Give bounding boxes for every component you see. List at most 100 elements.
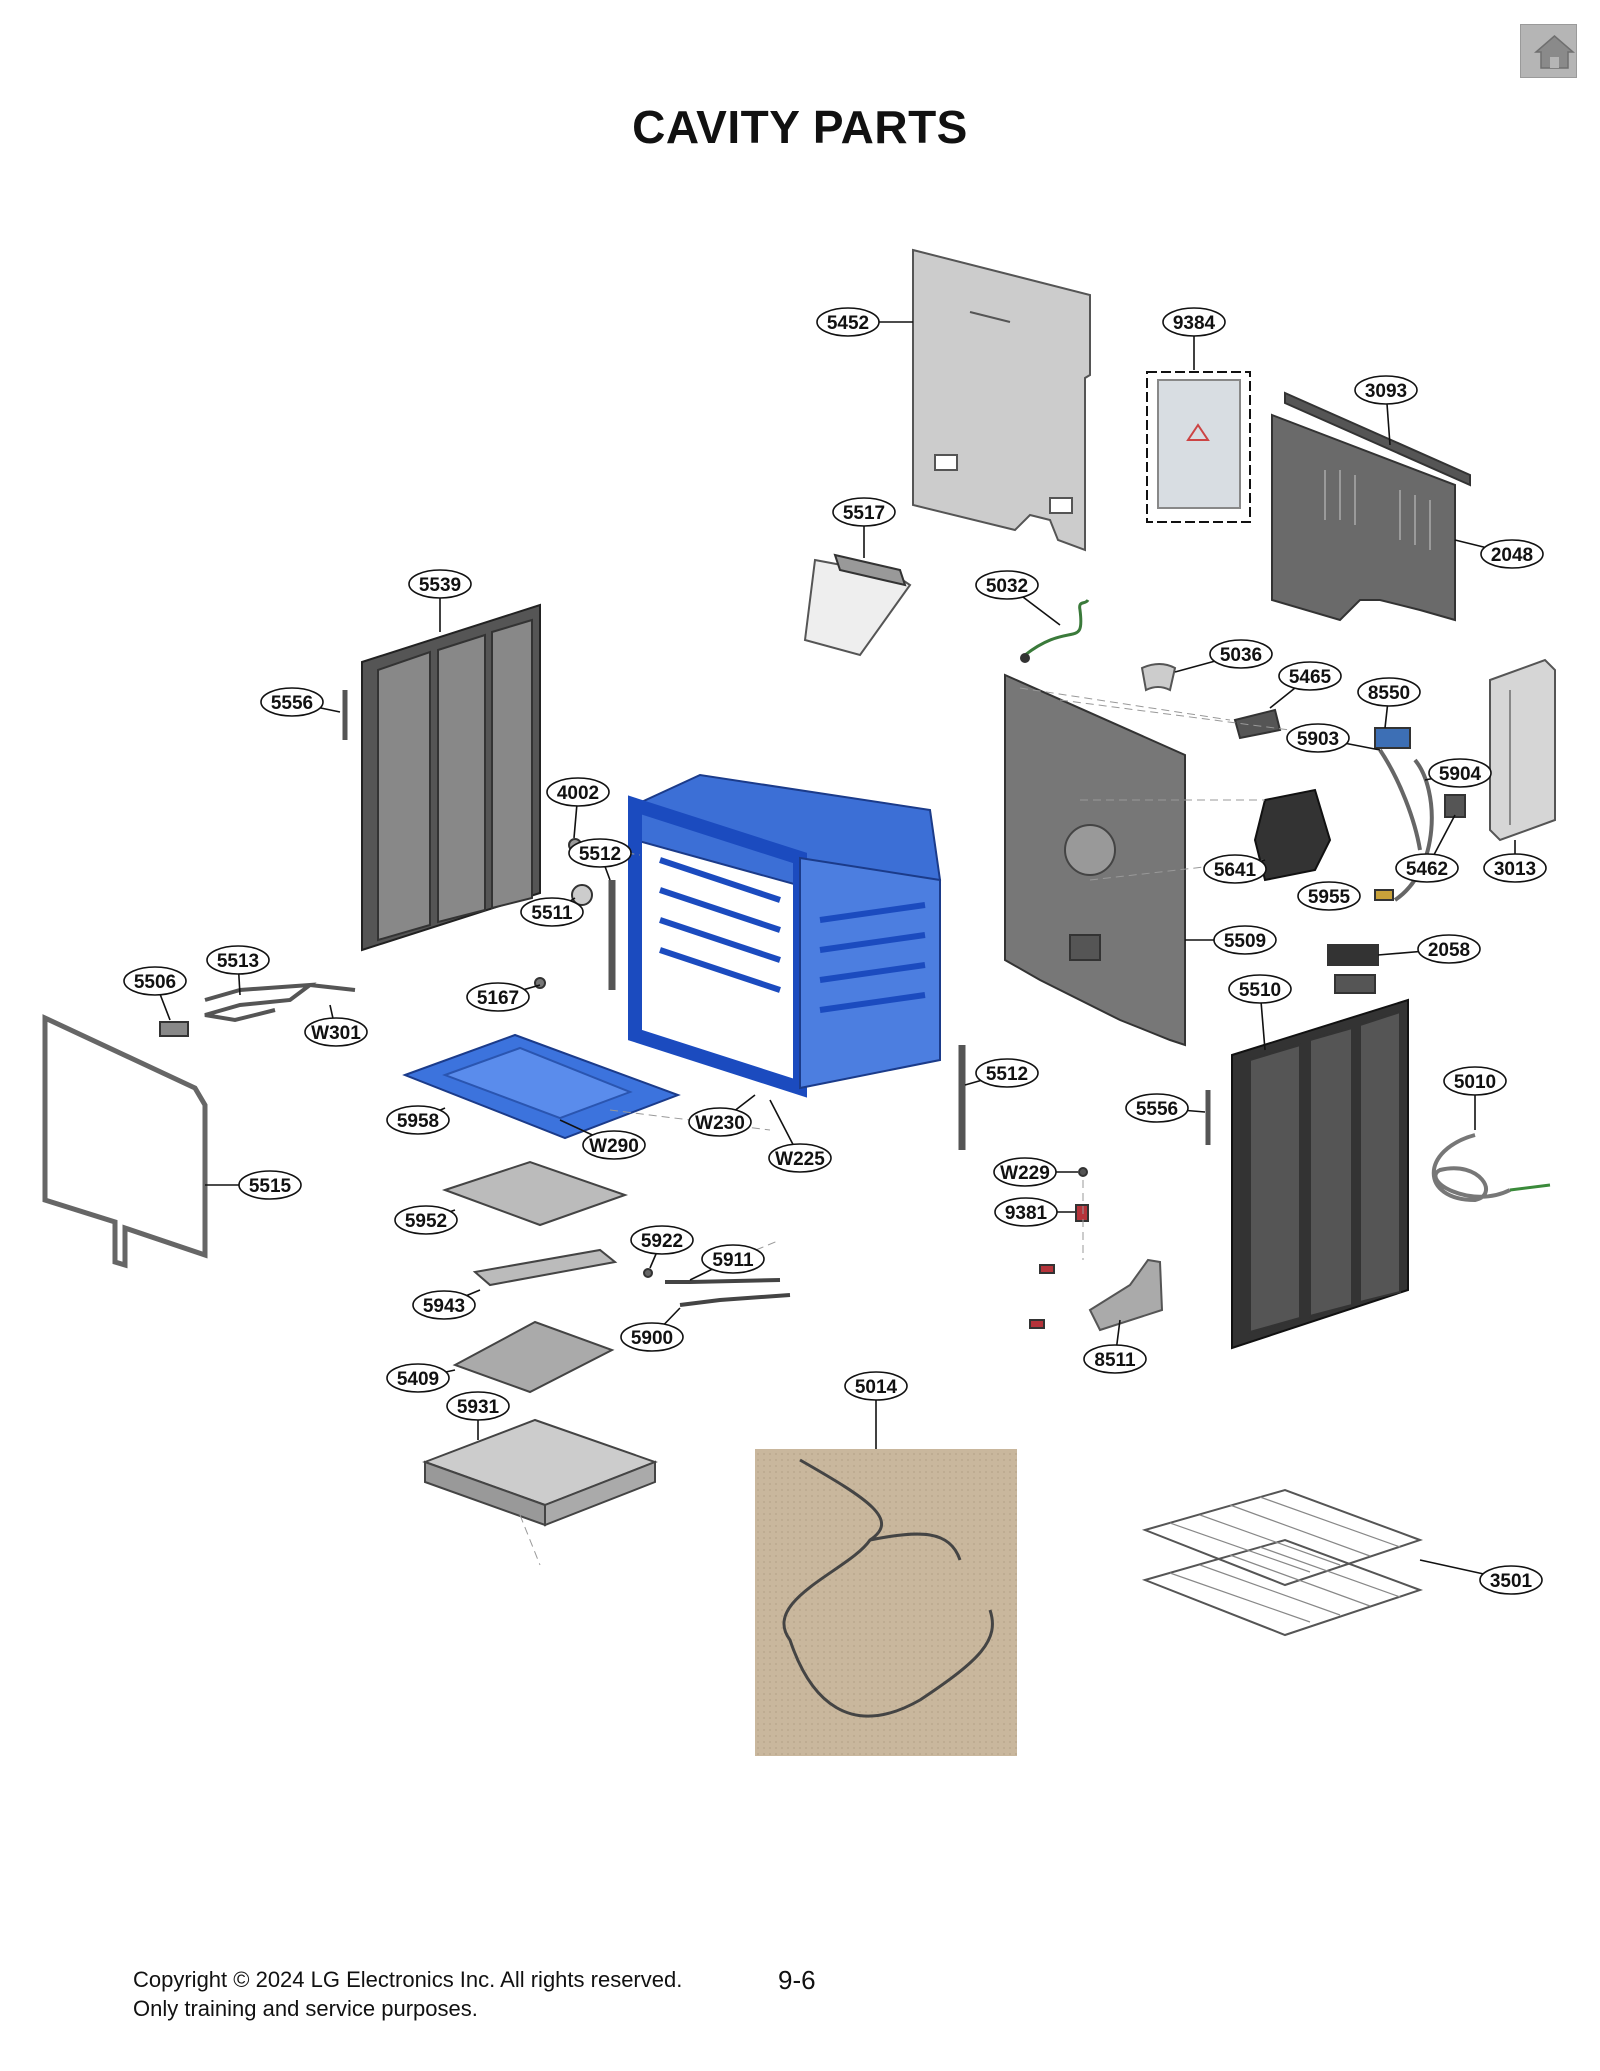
callout-bubble xyxy=(630,1225,694,1255)
callout-bubble xyxy=(466,982,530,1012)
callout-bubble xyxy=(123,966,187,996)
callout-label: 3013 xyxy=(1494,859,1536,880)
part-w229-screw xyxy=(1078,1167,1088,1177)
callout-bubble xyxy=(975,570,1039,600)
callout-W229: W229 xyxy=(993,1157,1078,1187)
callout-label: 5512 xyxy=(986,1064,1028,1085)
callout-bubble xyxy=(768,1143,832,1173)
callout-5903: 5903 xyxy=(1286,723,1381,753)
part-5511-lamp-cover xyxy=(571,884,593,906)
callout-8550: 8550 xyxy=(1357,677,1421,729)
callout-bubble xyxy=(1162,307,1226,337)
callout-label: 5904 xyxy=(1439,764,1482,785)
callout-label: W225 xyxy=(775,1149,825,1170)
callout-5556a: 5556 xyxy=(260,687,341,717)
callout-bubble xyxy=(1213,925,1277,955)
callout-bubble xyxy=(993,1157,1057,1187)
part-9384-bag-box xyxy=(1146,371,1251,523)
callout-label: W230 xyxy=(695,1113,745,1134)
callout-9381: 9381 xyxy=(994,1197,1075,1227)
callout-label: 5014 xyxy=(855,1377,898,1398)
callout-label: 5903 xyxy=(1297,729,1339,750)
part-5032-wire xyxy=(1024,599,1090,657)
callout-5465: 5465 xyxy=(1269,661,1342,709)
callout-5955: 5955 xyxy=(1297,881,1361,911)
callout-label: 5517 xyxy=(843,503,885,524)
callout-bubble xyxy=(1209,639,1273,669)
callout-label: 8511 xyxy=(1094,1350,1136,1371)
callout-bubble xyxy=(546,777,610,807)
part-3501-rack-top xyxy=(1141,1488,1424,1587)
callout-5506: 5506 xyxy=(123,966,187,1021)
callout-3093: 3093 xyxy=(1354,375,1418,446)
callout-label: 5943 xyxy=(423,1296,465,1317)
callout-5036: 5036 xyxy=(1174,639,1273,673)
callout-5513: 5513 xyxy=(206,945,270,996)
callout-5556b: 5556 xyxy=(1125,1093,1206,1123)
callout-bubble xyxy=(816,307,880,337)
part-5900-igniter xyxy=(679,1293,791,1307)
part-5513-heater xyxy=(204,982,317,1023)
callout-bubble xyxy=(304,1017,368,1047)
callout-label: 3093 xyxy=(1365,381,1407,402)
callout-5511: 5511 xyxy=(520,897,584,927)
part-8511-bracket xyxy=(1088,1258,1164,1332)
callout-label: 5511 xyxy=(531,903,573,924)
part-3013-cover xyxy=(1489,658,1556,842)
home-button[interactable] xyxy=(1520,24,1577,78)
callout-5512a: 5512 xyxy=(568,838,632,881)
callout-W301: W301 xyxy=(304,1004,368,1047)
callout-bubble xyxy=(1228,974,1292,1004)
callout-bubble xyxy=(446,1391,510,1421)
callout-label: 5556 xyxy=(271,693,313,714)
callout-label: 5513 xyxy=(217,951,259,972)
callout-bubble xyxy=(238,1170,302,1200)
callout-5911: 5911 xyxy=(689,1244,765,1281)
part-3093-bracket xyxy=(1284,391,1471,487)
callout-label: 5955 xyxy=(1308,887,1351,908)
callout-label: 5032 xyxy=(986,576,1028,597)
callout-3501: 3501 xyxy=(1419,1559,1543,1595)
callout-bubble xyxy=(386,1363,450,1393)
callout-2058: 2058 xyxy=(1377,934,1481,964)
callout-label: 4002 xyxy=(557,783,599,804)
callout-5167: 5167 xyxy=(466,982,541,1012)
callout-bubble xyxy=(1395,853,1459,883)
service-note-line: Only training and service purposes. xyxy=(133,1996,478,2021)
callout-bubble xyxy=(520,897,584,927)
part-5911-igniter xyxy=(665,1278,781,1284)
callout-label: 2058 xyxy=(1428,940,1470,961)
callout-label: 9384 xyxy=(1173,313,1216,334)
callout-bubble xyxy=(394,1205,458,1235)
callout-label: 5509 xyxy=(1224,931,1266,952)
callout-bubble xyxy=(1357,677,1421,707)
callout-label: 5506 xyxy=(134,972,176,993)
callout-5014: 5014 xyxy=(844,1371,908,1449)
callout-label: 5462 xyxy=(1406,859,1448,880)
part-illustrations xyxy=(42,248,1556,1756)
callout-5462: 5462 xyxy=(1395,814,1459,883)
callout-label: 5931 xyxy=(457,1397,500,1418)
callout-3013: 3013 xyxy=(1483,840,1547,883)
callout-label: 5958 xyxy=(397,1111,439,1132)
callout-bubble xyxy=(975,1058,1039,1088)
callout-5452: 5452 xyxy=(816,307,913,337)
callout-bubble xyxy=(1483,853,1547,883)
part-5903-pipe xyxy=(1378,748,1422,851)
callout-label: 5952 xyxy=(405,1211,447,1232)
callout-bubble xyxy=(1125,1093,1189,1123)
callout-label: W229 xyxy=(1000,1163,1050,1184)
callout-bubble xyxy=(844,1371,908,1401)
callout-label: 5465 xyxy=(1289,667,1332,688)
callout-5904: 5904 xyxy=(1424,758,1492,788)
callout-5517: 5517 xyxy=(832,497,896,558)
callout-bubble xyxy=(1443,1066,1507,1096)
part-2048-back-cover xyxy=(1271,413,1456,622)
callout-label: 5556 xyxy=(1136,1099,1178,1120)
callout-label: 5539 xyxy=(419,575,461,596)
callout-label: 5512 xyxy=(579,844,621,865)
callout-5641: 5641 xyxy=(1203,854,1267,884)
callout-label: 9381 xyxy=(1005,1203,1048,1224)
callout-label: 2048 xyxy=(1491,545,1533,566)
